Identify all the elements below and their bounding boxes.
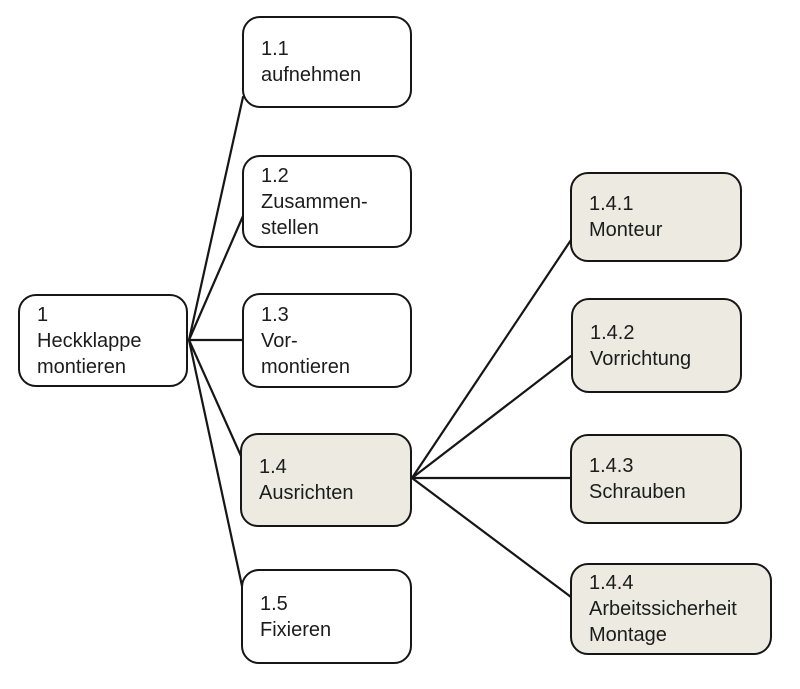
node-number: 1.4.4 [589,572,634,594]
edge-1-to-1-2 [187,214,245,342]
node-1-3-vormontieren: 1.3 Vor- montieren [242,293,412,388]
node-number: 1.4 [259,456,287,478]
node-1-4-2-vorrichtung: 1.4.2 Vorrichtung [571,298,742,393]
node-number: 1.4.3 [589,455,634,477]
node-label: Zusammen- stellen [261,190,368,239]
node-label: Monteur [589,219,663,241]
node-1-4-4-arbeitssicherheit-montage: 1.4.4 Arbeitssicherheit Montage [570,563,772,655]
node-1-2-zusammenstellen: 1.2 Zusammen- stellen [242,155,412,248]
node-number: 1.4.2 [590,321,635,344]
node-1-heckklappe-montieren: 1 Heckklappe montieren [18,294,188,387]
node-label: Heckklappe montieren [37,329,142,378]
edge-1-4-to-1-4-2 [410,354,573,480]
node-1-1-aufnehmen: 1.1 aufnehmen [242,16,412,108]
node-number: 1.2 [261,164,289,187]
node-label: Schrauben [589,481,686,503]
edge-1-4-to-1-4-1 [410,238,573,480]
node-label: Vor- montieren [261,329,350,378]
node-1-4-3-schrauben: 1.4.3 Schrauben [570,434,742,524]
edge-1-4-to-1-4-4 [410,476,573,599]
edge-1-to-1-5 [187,338,244,588]
node-number: 1.3 [261,303,289,326]
edge-1-to-1-1 [187,95,245,342]
node-label: Arbeitssicherheit Montage [589,598,737,646]
node-label: Ausrichten [259,482,354,504]
edge-1-to-1-4 [187,338,243,458]
node-number: 1.4.1 [589,193,634,215]
node-number: 1.5 [260,592,288,615]
node-label: aufnehmen [261,64,362,86]
node-number: 1.1 [261,38,289,60]
node-1-4-1-monteur: 1.4.1 Monteur [570,172,742,262]
node-1-4-ausrichten: 1.4 Ausrichten [240,433,412,527]
node-number: 1 [37,303,49,326]
node-label: Fixieren [260,618,332,641]
node-label: Vorrichtung [590,347,692,370]
node-1-5-fixieren: 1.5 Fixieren [241,569,412,664]
